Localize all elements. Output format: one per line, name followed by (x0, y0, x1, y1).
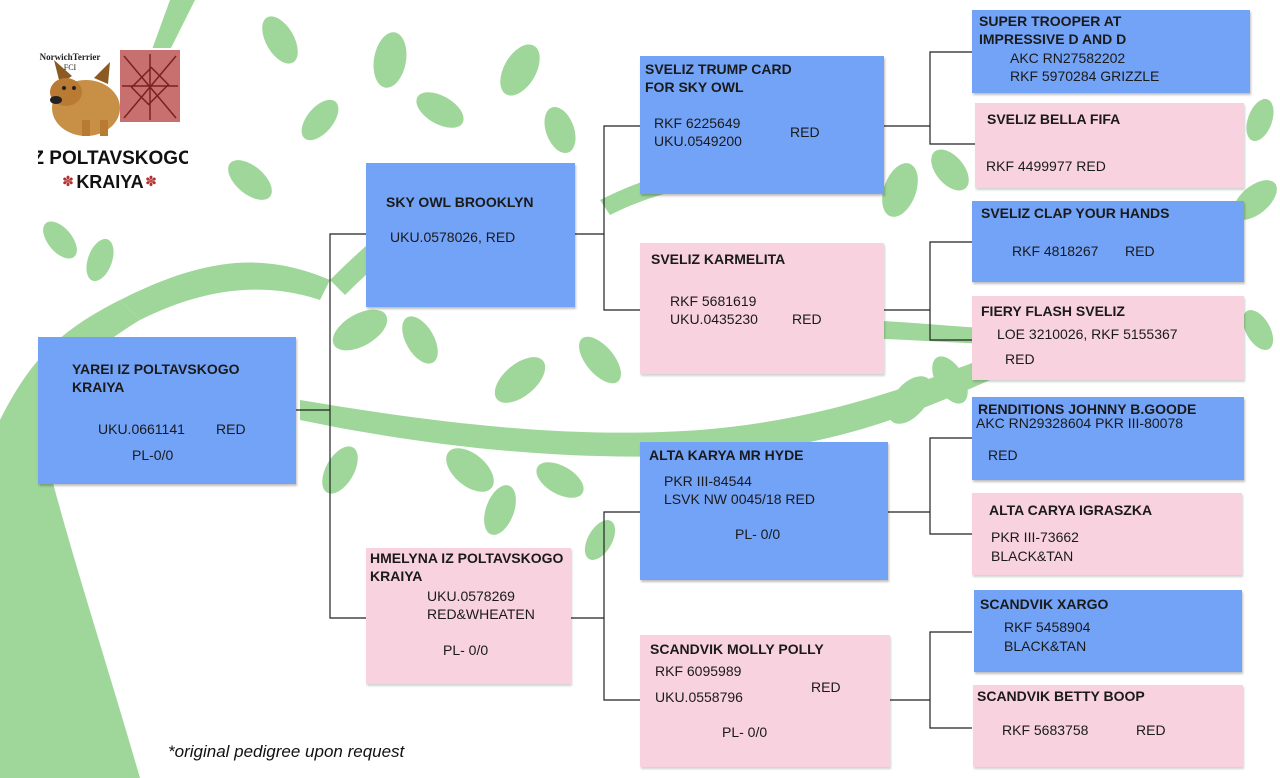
logo-breed-line1: NorwichTerrier (40, 52, 101, 62)
subject-pl: PL-0/0 (132, 447, 174, 463)
sire-sire-reg1: RKF 6225649 (654, 115, 741, 131)
flower-ornament-right-icon: ✽ (145, 173, 157, 189)
dam-registration: UKU.0578269 (427, 588, 515, 604)
sss-name-line2: IMPRESSIVE D AND D (979, 31, 1127, 47)
logo-kennel-line2: KRAIYA (76, 172, 143, 192)
sds-registration: RKF 4818267 (1012, 243, 1099, 259)
ddd-name: SCANDVIK BETTY BOOP (977, 688, 1145, 704)
dds-registration: RKF 5458904 (1004, 619, 1091, 635)
logo-breed-line2: FCI (64, 63, 77, 72)
sss-name-line1: SUPER TROOPER AT (979, 13, 1122, 29)
dam-color: RED&WHEATEN (427, 606, 535, 622)
sire-sire-name-line2: FOR SKY OWL (645, 79, 744, 95)
sire-sire-color: RED (790, 124, 820, 140)
dsd-name: ALTA CARYA IGRASZKA (989, 502, 1153, 518)
dam-pl: PL- 0/0 (443, 642, 489, 658)
sire-dam-reg1: RKF 5681619 (670, 293, 757, 309)
sire-dam-color: RED (792, 311, 822, 327)
sire-sire-name-line1: SVELIZ TRUMP CARD (645, 61, 792, 77)
dss-name: RENDITIONS JOHNNY B.GOODE (978, 401, 1197, 417)
sdd-registration: LOE 3210026, RKF 5155367 (997, 326, 1178, 342)
ssd-registration: RKF 4499977 RED (986, 158, 1106, 174)
subject-card: YAREI IZ POLTAVSKOGO KRAIYA UKU.0661141 … (38, 337, 296, 484)
dam-card: HMELYNA IZ POLTAVSKOGO KRAIYA UKU.057826… (366, 548, 571, 684)
kennel-logo: NorwichTerrier FCI IZ POLTAVSKOGO KRAIYA… (27, 48, 193, 198)
ddd-color: RED (1136, 722, 1166, 738)
dds-name: SCANDVIK XARGO (980, 596, 1109, 612)
dds-color: BLACK&TAN (1004, 638, 1087, 654)
dam-sire-reg1: PKR III-84544 (664, 473, 752, 489)
ddd-card: SCANDVIK BETTY BOOP RKF 5683758 RED (973, 685, 1243, 767)
dsd-color: BLACK&TAN (991, 548, 1074, 564)
dam-sire-pl: PL- 0/0 (735, 526, 781, 542)
dss-color: RED (988, 447, 1018, 463)
sire-sire-card: SVELIZ TRUMP CARD FOR SKY OWL RKF 622564… (640, 56, 884, 194)
sds-color: RED (1125, 243, 1155, 259)
dss-card: RENDITIONS JOHNNY B.GOODE AKC RN29328604… (972, 397, 1244, 480)
dam-sire-name: ALTA KARYA MR HYDE (649, 447, 804, 463)
dam-sire-reg2: LSVK NW 0045/18 RED (664, 491, 815, 507)
sdd-name: FIERY FLASH SVELIZ (981, 303, 1125, 319)
dam-sire-card: ALTA KARYA MR HYDE PKR III-84544 LSVK NW… (640, 442, 888, 580)
dsd-registration: PKR III-73662 (991, 529, 1079, 545)
subject-name-line2: KRAIYA (72, 379, 125, 395)
sss-reg1: AKC RN27582202 (1010, 50, 1126, 66)
sire-dam-reg2: UKU.0435230 (670, 311, 758, 327)
sds-name: SVELIZ CLAP YOUR HANDS (981, 205, 1170, 221)
logo-kennel-line1: IZ POLTAVSKOGO (38, 148, 188, 169)
dam-name-line1: HMELYNA IZ POLTAVSKOGO (370, 550, 564, 566)
sire-dam-name: SVELIZ KARMELITA (651, 251, 786, 267)
sds-card: SVELIZ CLAP YOUR HANDS RKF 4818267 RED (972, 201, 1244, 282)
sire-sire-reg2: UKU.0549200 (654, 133, 742, 149)
ssd-name: SVELIZ BELLA FIFA (987, 111, 1121, 127)
dam-dam-color: RED (811, 679, 841, 695)
sire-card: SKY OWL BROOKLYN UKU.0578026, RED (366, 163, 575, 307)
dsd-card: ALTA CARYA IGRASZKA PKR III-73662 BLACK&… (972, 493, 1242, 575)
sss-card: SUPER TROOPER AT IMPRESSIVE D AND D AKC … (972, 10, 1250, 93)
sire-dam-card: SVELIZ KARMELITA RKF 5681619 UKU.0435230… (640, 243, 884, 374)
dds-card: SCANDVIK XARGO RKF 5458904 BLACK&TAN (974, 590, 1242, 672)
ddd-registration: RKF 5683758 (1002, 722, 1089, 738)
sss-reg2: RKF 5970284 GRIZZLE (1010, 68, 1160, 84)
dam-dam-reg2: UKU.0558796 (655, 689, 743, 705)
subject-color: RED (216, 421, 246, 437)
dam-dam-pl: PL- 0/0 (722, 724, 768, 740)
sire-registration: UKU.0578026, RED (390, 229, 516, 245)
dam-dam-reg1: RKF 6095989 (655, 663, 742, 679)
norwich-terrier-logo-image: NorwichTerrier FCI IZ POLTAVSKOGO KRAIYA… (27, 50, 193, 192)
ssd-card: SVELIZ BELLA FIFA RKF 4499977 RED (975, 103, 1244, 188)
dss-registration: AKC RN29328604 PKR III-80078 (976, 415, 1184, 431)
flower-ornament-left-icon: ✽ (62, 173, 74, 189)
footnote: *original pedigree upon request (168, 742, 405, 761)
subject-registration: UKU.0661141 (98, 421, 185, 437)
sdd-color: RED (1005, 351, 1035, 367)
sdd-card: FIERY FLASH SVELIZ LOE 3210026, RKF 5155… (972, 296, 1244, 380)
dam-dam-name: SCANDVIK MOLLY POLLY (650, 641, 824, 657)
dam-dam-card: SCANDVIK MOLLY POLLY RKF 6095989 UKU.055… (640, 635, 890, 767)
subject-name-line1: YAREI IZ POLTAVSKOGO (72, 361, 240, 377)
dam-name-line2: KRAIYA (370, 568, 423, 584)
sire-name: SKY OWL BROOKLYN (386, 194, 534, 210)
